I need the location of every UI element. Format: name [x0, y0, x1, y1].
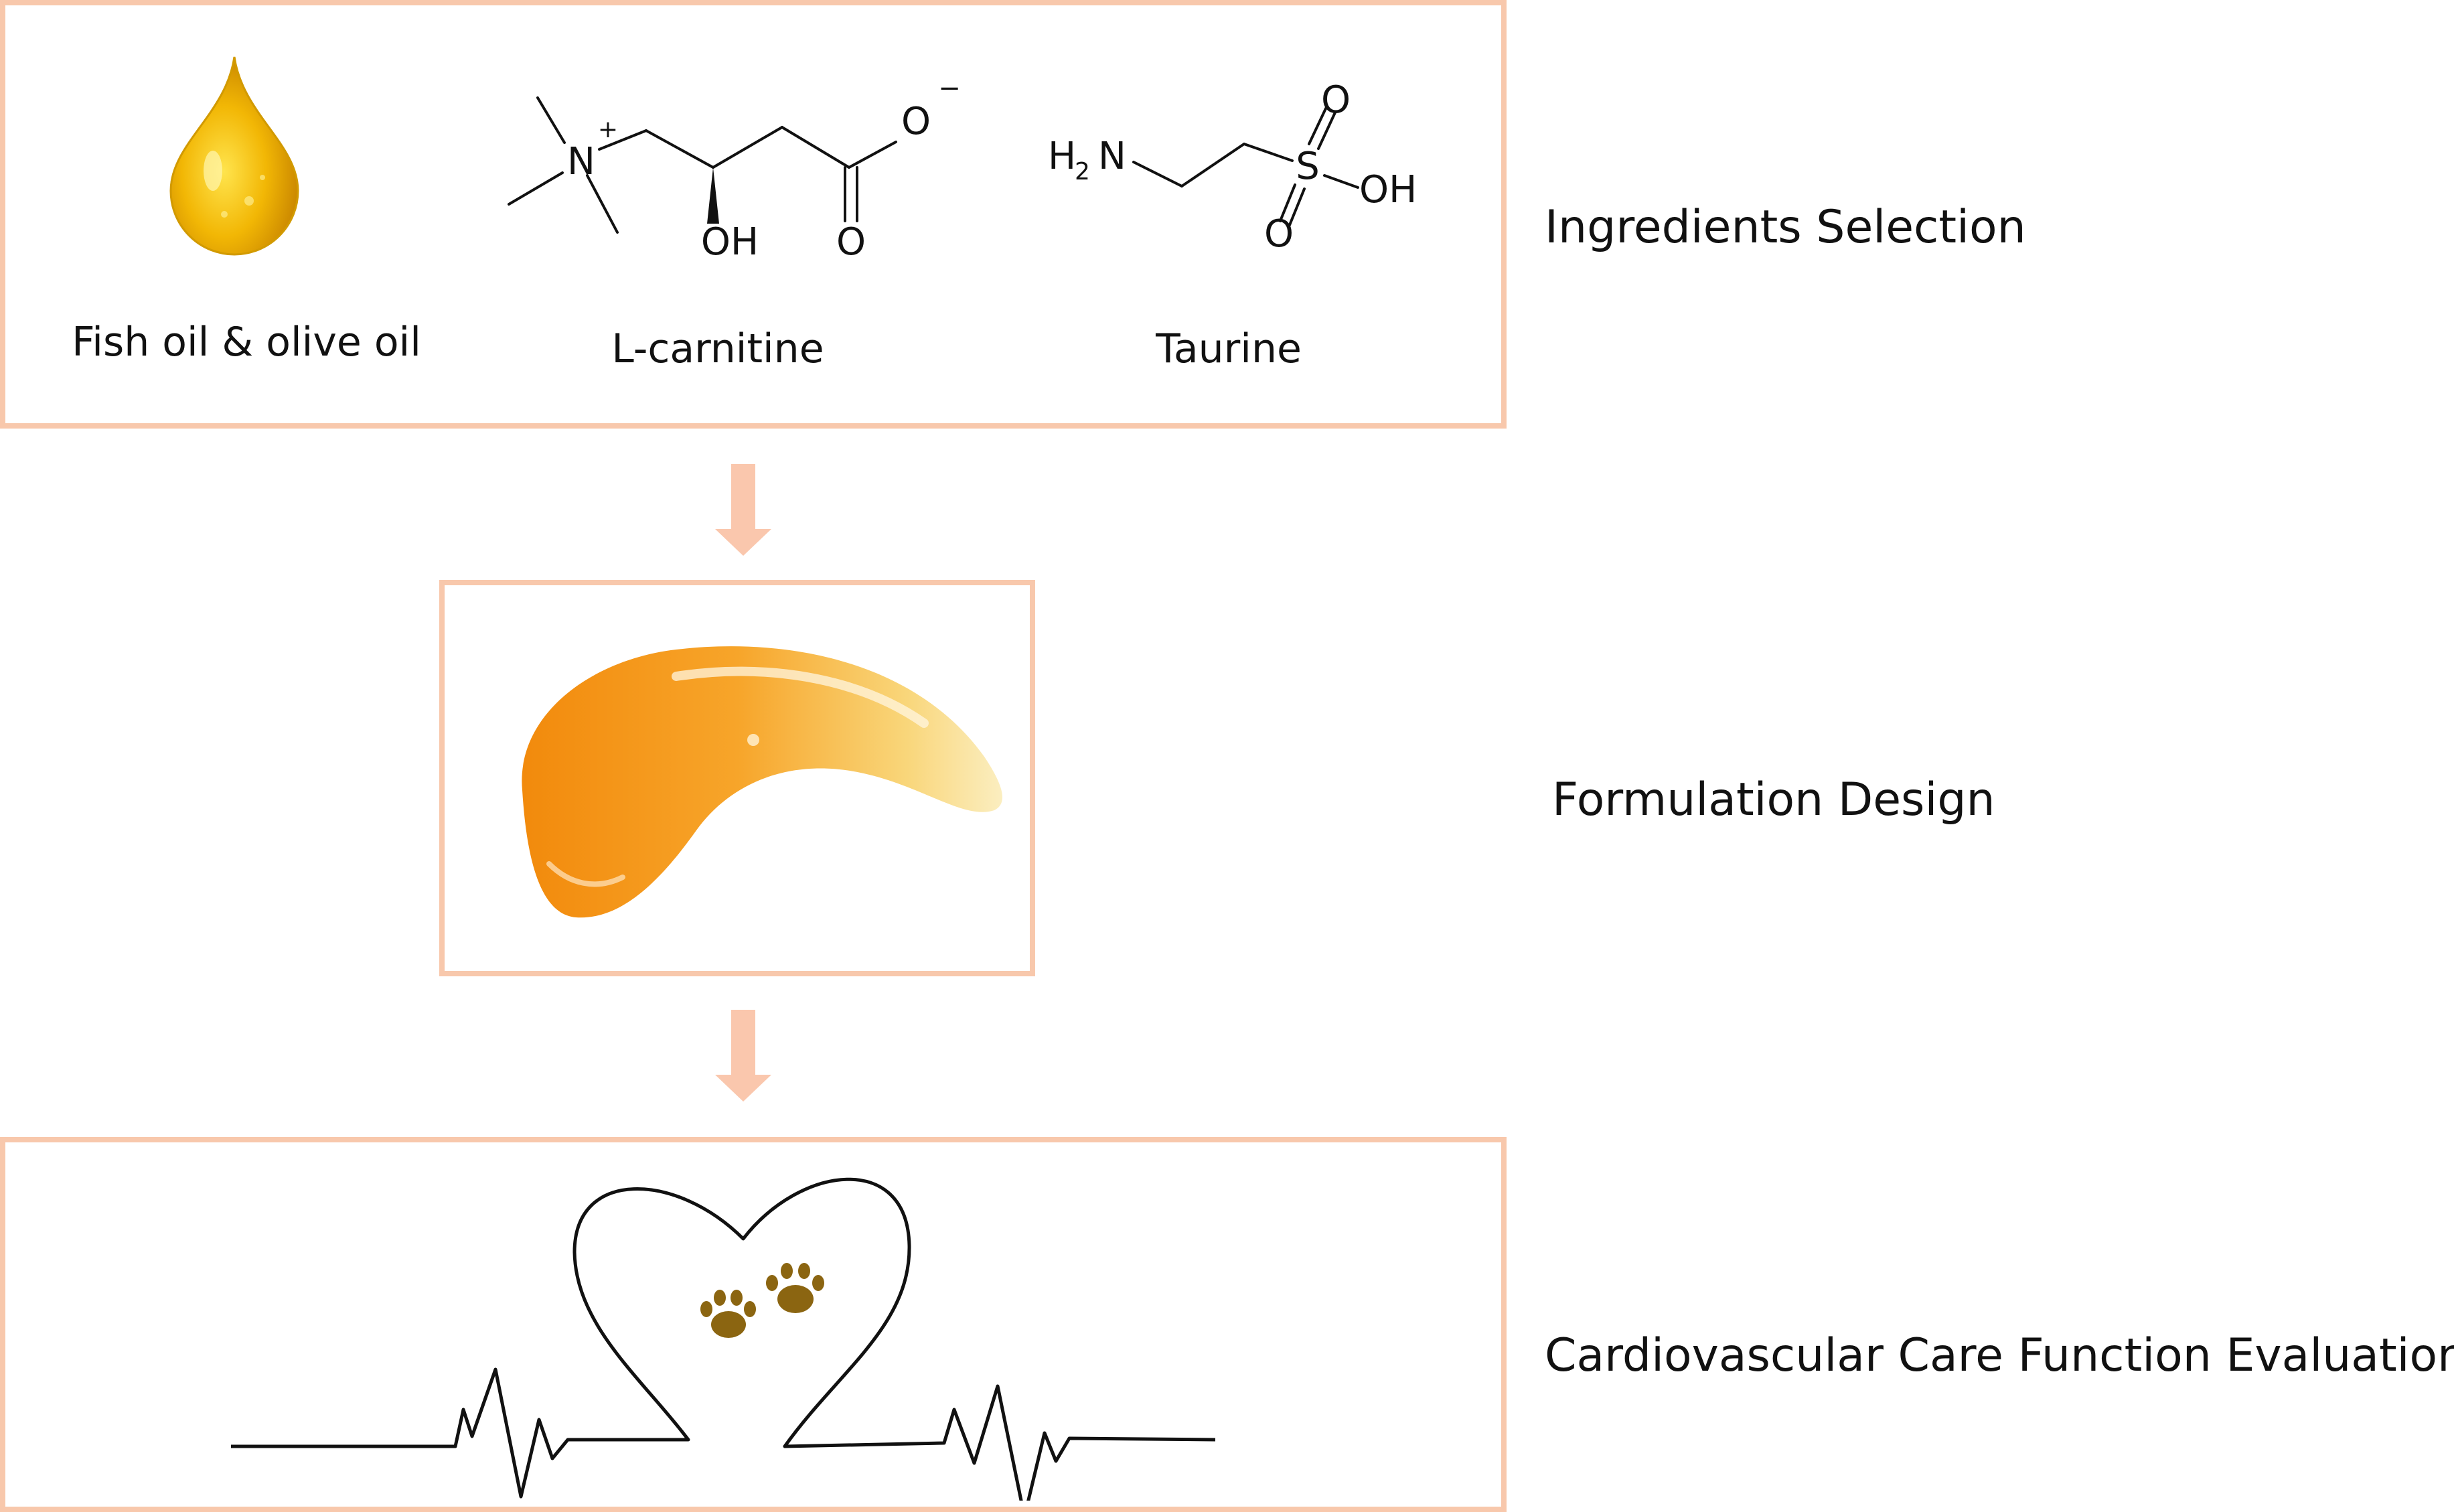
carnitine-o-charge: − — [938, 73, 961, 104]
oil-drop-icon — [169, 56, 299, 256]
fish-oil-label: Fish oil & olive oil — [72, 319, 421, 366]
carnitine-o-bottom-atom: O — [836, 220, 866, 264]
taurine-o-bottom-atom: O — [1264, 212, 1294, 256]
taurine-o-top-atom: O — [1321, 78, 1351, 122]
taurine-n-atom: N — [1098, 135, 1126, 178]
taurine-label: Taurine — [1156, 325, 1302, 372]
carnitine-n-charge: + — [598, 116, 618, 143]
taurine-h-atom: H — [1048, 135, 1076, 178]
formulation-step-label: Formulation Design — [1552, 773, 1995, 826]
heartbeat-line — [231, 1177, 1216, 1501]
carnitine-o-top-atom: O — [901, 100, 931, 143]
down-arrow-2 — [715, 1010, 771, 1102]
gel-smear-icon — [522, 646, 1002, 918]
carnitine-oh-atom: OH — [701, 220, 759, 264]
ingredients-step-label: Ingredients Selection — [1545, 201, 2026, 254]
taurine-subscript-2: 2 — [1075, 158, 1090, 185]
taurine-oh-atom: OH — [1359, 168, 1417, 212]
carnitine-n-atom: N — [567, 140, 595, 183]
paw-print-icon — [766, 1263, 824, 1313]
down-arrow-1 — [715, 464, 771, 556]
l-carnitine-structure — [508, 96, 897, 234]
taurine-s-atom: S — [1296, 145, 1320, 188]
evaluation-step-label: Cardiovascular Care Function Evaluation — [1545, 1329, 2454, 1382]
taurine-structure — [1132, 107, 1359, 226]
l-carnitine-label: L-carnitine — [611, 325, 824, 372]
paw-print-icon — [700, 1290, 756, 1338]
